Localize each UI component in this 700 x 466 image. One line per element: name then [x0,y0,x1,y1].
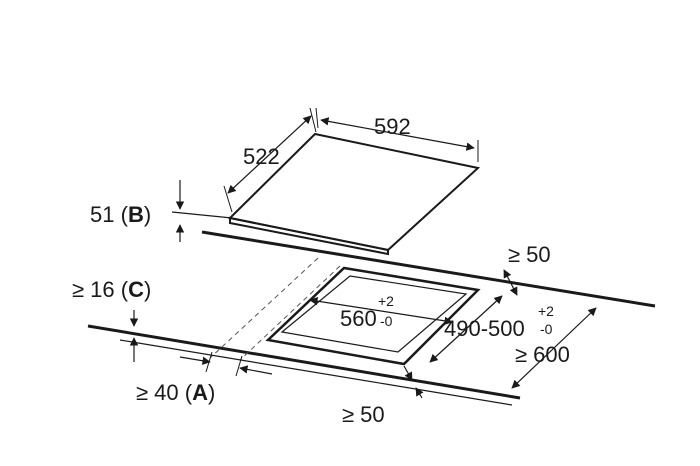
front-edge-ref: A [192,380,208,405]
cutout-width-tol-minus: -0 [380,313,393,329]
side-clearance-label: ≥ 50 [508,242,551,267]
svg-text:≥ 40 (A): ≥ 40 (A) [136,380,215,405]
svg-text:≥ 16 (C): ≥ 16 (C) [72,277,151,302]
cutout-depth-tol-plus: +2 [538,303,554,319]
worktop-back-edge [201,230,656,308]
cutout-outline [265,266,481,366]
under-clearance-ref: C [128,277,144,302]
cutout-width-label: 560 [340,306,377,331]
hob-height-ref: B [128,202,144,227]
hob-depth-label: 522 [243,144,280,169]
svg-text:51 (B): 51 (B) [90,202,151,227]
dim-hob-depth: 522 [223,107,317,213]
dim-front-clearance: ≥ 50 [342,365,424,427]
worktop [87,211,656,406]
dim-hob-width: 592 [315,107,479,162]
front-edge-label: ≥ 40 [136,380,179,405]
cutout-inner [280,275,468,353]
worktop-front-edge [87,324,521,400]
dim-front-edge: ≥ 40 (A) [136,351,273,405]
cutout [265,266,481,366]
worktop-back-edge-thin [171,211,233,219]
hob-height-label: 51 [90,202,114,227]
under-clearance-label: ≥ 16 [72,277,115,302]
dim-cutout-width: 560 +2 -0 [309,293,453,331]
dim-side-clearance: ≥ 50 [503,242,551,296]
worktop-front-edge-thin [119,339,513,406]
hob-front-side [229,216,389,256]
hob-width-label: 592 [374,114,411,139]
cutout-width-tol-plus: +2 [378,293,394,309]
cutout-depth-tol-minus: -0 [540,321,553,337]
worktop-depth-label: ≥ 600 [515,342,570,367]
projection-lines [209,257,341,361]
dim-worktop-depth: ≥ 600 [511,307,597,389]
dim-under-clearance: ≥ 16 (C) [72,277,151,362]
dim-cutout-depth: 490-500 +2 -0 [429,295,554,363]
cutout-depth-label: 490-500 [444,316,525,341]
svg-text:560: 560 [340,306,377,331]
dim-hob-height: 51 (B) [90,180,185,242]
front-clearance-label: ≥ 50 [342,402,385,427]
